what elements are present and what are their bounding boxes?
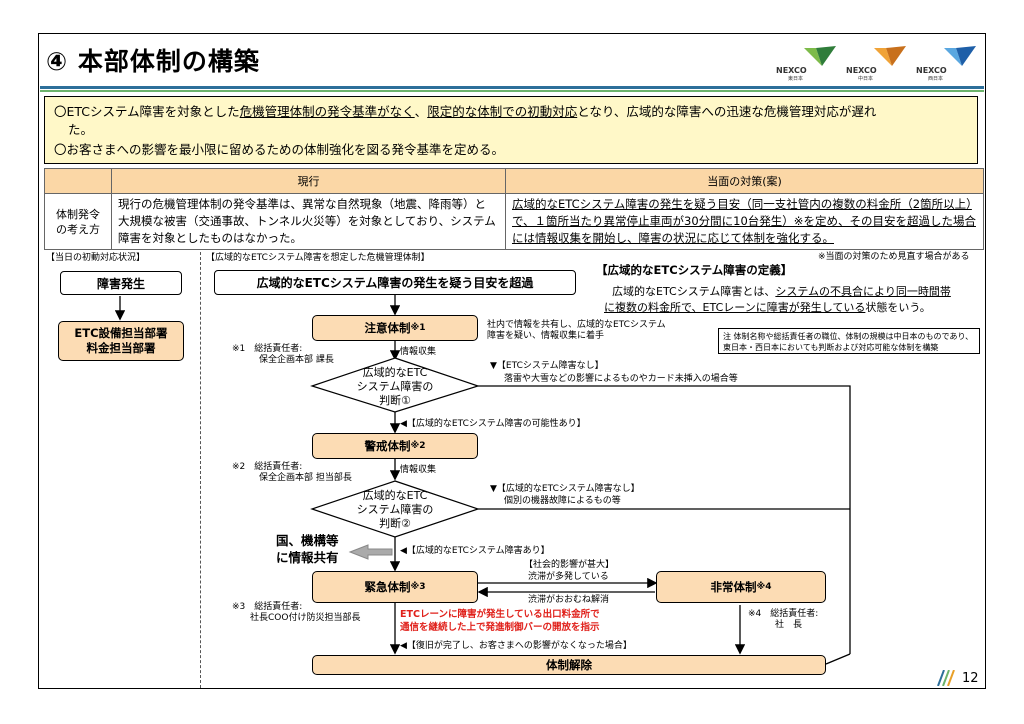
comparison-table: 現行 当面の対策(案) 体制発令 の考え方 現行の危機管理体制の発令基準は、異常… (44, 168, 984, 250)
definition-text-2: に複数の料金所で、ETCレーンに障害が発生している状態をいう。 (604, 301, 931, 314)
share-arrow (348, 544, 393, 560)
header-rule-blue (40, 86, 984, 89)
stage-caution-box: 注意体制※1 (312, 315, 478, 341)
diamond-2 (310, 480, 480, 538)
left-heading: 【当日の初動対応状況】 (46, 253, 146, 263)
definition-text: 広域的なETCシステム障害とは、システムの不具合により同一時間帯 (612, 285, 951, 298)
no-etc-fault-text: 落雷や大雪などの影響によるものやカード未挿入の場合等 (504, 374, 738, 384)
stage-emergency-box: 緊急体制※3 (312, 571, 478, 603)
wide-fault-yes-label: ◀【広域的なETCシステム障害あり】 (400, 546, 550, 556)
right-heading: 【広域的なETCシステム障害を想定した危機管理体制】 (206, 253, 430, 263)
congestion-resolved: 渋滞がおおむね解消 (528, 595, 610, 605)
stage2-responsible: ※2 総括責任者: 保全企画本部 担当部長 (232, 462, 352, 483)
no-etc-fault-title: ▼【ETCシステム障害なし】 (490, 361, 604, 371)
no-wide-fault-text: 個別の機器故障によるもの等 (504, 496, 621, 506)
page-title: ④ 本部体制の構築 (46, 47, 260, 76)
nexco-central-logo: NEXCO 中日本 (846, 44, 908, 82)
release-box: 体制解除 (312, 655, 826, 675)
diamond-1 (310, 357, 480, 413)
stage4-responsible: ※4 総括責任者: 社 長 (748, 609, 819, 630)
stage-extraordinary-box: 非常体制※4 (656, 571, 826, 603)
stage3-responsible: ※3 総括責任者: 社長COO付け防災担当部長 (232, 602, 361, 623)
summary-line-1-cont: た。 (68, 122, 94, 137)
nexco-west-logo: NEXCO 西日本 (916, 44, 978, 82)
collect-2: 情報収集 (400, 465, 437, 475)
share-info-label: 国、機構等 に情報共有 (276, 533, 339, 565)
current-text: 現行の危機管理体制の発令基準は、異常な自然現象（地震、降雨等）と 大規模な被害（… (111, 193, 506, 250)
summary-line-1: 〇ETCシステム障害を対象とした危機管理体制の発令基準がなく、限定的な体制での初… (54, 104, 877, 119)
col-current: 現行 (111, 168, 506, 194)
recovery-label: ◀【復旧が完了し、お客さまへの影響がなくなった場合】 (400, 641, 632, 651)
judge-2-text: 広域的なETC システム障害の 判断② (356, 489, 434, 530)
summary-box (44, 96, 978, 164)
note-box: 注 体制名称や総括責任者の職位、体制の規模は中日本のものであり、 東日本・西日本… (718, 328, 980, 354)
social-impact-title: 【社会的影響が甚大】 (524, 560, 615, 570)
header-rule-green (40, 90, 984, 92)
nexco-east-logo: NEXCO 東日本 (776, 44, 838, 82)
summary-line-2: 〇お客さまへの影響を最小限に留めるための体制強化を図る発令基準を定める。 (54, 142, 505, 157)
stage-alert-box: 警戒体制※2 (312, 433, 478, 459)
incident-box: 障害発生 (60, 271, 182, 295)
col-proposal: 当面の対策(案) (505, 168, 984, 194)
collect-1: 情報収集 (400, 347, 437, 357)
proposal-text: 広域的なETCシステム障害の発生を疑う目安（同一支社管内の複数の料金所（2箇所以… (505, 193, 984, 250)
stage1-responsible: ※1 総括責任者: 保全企画本部 課長 (232, 344, 334, 365)
red-instruction: ETCレーンに障害が発生している出口料金所で 通信を継続した上で発進制御バーの開… (400, 609, 600, 633)
section-divider (200, 252, 201, 688)
definition-title: 【広域的なETCシステム障害の定義】 (596, 263, 793, 277)
page-number: 12 (962, 671, 979, 686)
row-label: 体制発令 の考え方 (44, 193, 112, 250)
social-impact-text: 渋滞が多発している (528, 572, 609, 582)
maybe-fault-label: ◀【広域的なETCシステム障害の可能性あり】 (400, 419, 586, 429)
footer-stripes (937, 670, 955, 686)
trigger-box: 広域的なETCシステム障害の発生を疑う目安を超過 (214, 270, 576, 295)
judge-1-text: 広域的なETC システム障害の 判断① (356, 366, 434, 407)
page-frame (38, 33, 986, 689)
review-note: ※当面の対策のため見直す場合がある (818, 252, 970, 262)
table-corner (44, 168, 112, 194)
stage1-side-note: 社内で情報を共有し、広域的なETCシステム 障害を疑い、情報収集に着手 (487, 320, 666, 341)
dept-box: ETC設備担当部署 料金担当部署 (58, 321, 184, 361)
no-wide-fault-title: ▼【広域的なETCシステム障害なし】 (490, 484, 640, 494)
